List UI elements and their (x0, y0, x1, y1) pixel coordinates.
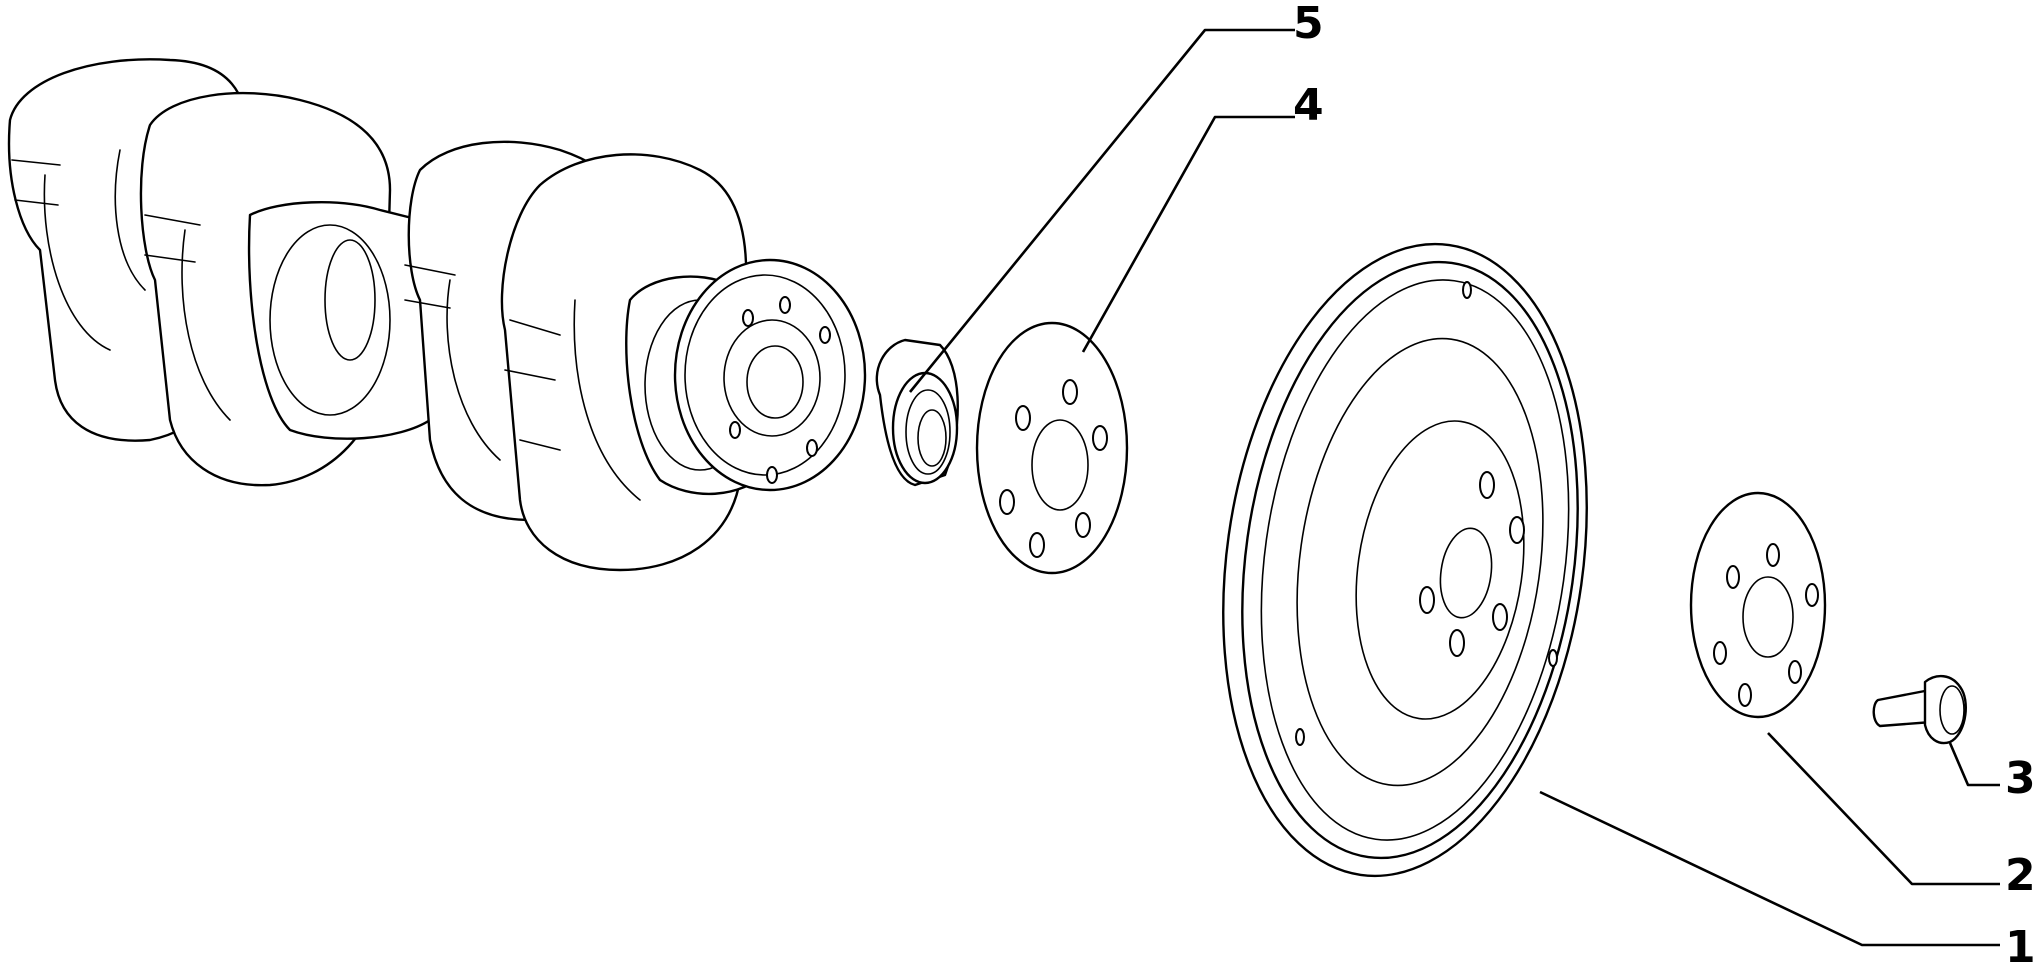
crankshaft (7, 58, 867, 572)
leader-line-5 (908, 28, 1295, 393)
leader-line-1 (1539, 790, 2000, 947)
callout-2: 2 (2005, 850, 2036, 901)
lock-plate (1689, 491, 1827, 719)
leader-line-2 (1767, 732, 2000, 886)
callout-1: 1 (2005, 922, 2036, 973)
leader-line-3 (1948, 742, 2000, 787)
leader-lines (908, 28, 2000, 947)
leader-line-4 (1081, 115, 1295, 353)
callout-labels: 5 4 3 2 1 (1293, 0, 2036, 973)
flywheel-bolt (1872, 675, 1967, 745)
pilot-bushing (875, 338, 959, 487)
callout-4: 4 (1293, 80, 1324, 131)
callout-5: 5 (1293, 0, 1324, 49)
flywheel (1222, 242, 1588, 878)
callout-3: 3 (2005, 753, 2036, 804)
washer-plate (975, 321, 1129, 575)
